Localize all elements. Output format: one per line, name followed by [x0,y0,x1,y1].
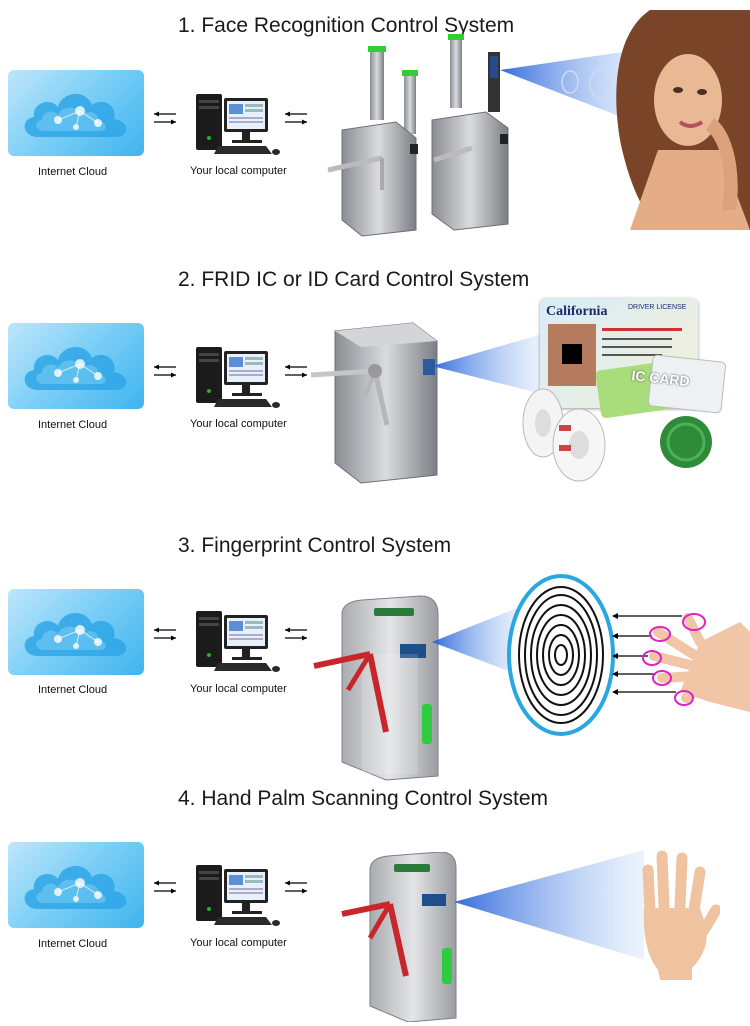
local-computer-label: Your local computer [190,418,287,430]
palm-scan-beam [454,850,644,960]
rfid-coin-tag [660,416,712,468]
section-face-recognition: 1. Face Recognition Control System Inter… [0,0,750,250]
local-computer-label: Your local computer [190,683,287,695]
local-computer-icon [196,865,280,926]
card-state: California [546,304,608,319]
internet-cloud-label: Internet Cloud [38,419,108,431]
local-computer-icon [196,611,280,672]
open-palm-hand [642,850,720,980]
local-computer-icon [196,94,280,155]
section-title: 3. Fingerprint Control System [178,534,452,557]
section-title: 4. Hand Palm Scanning Control System [178,787,549,810]
bidirectional-arrows-icon [284,110,308,126]
bidirectional-arrows-icon [153,363,177,379]
local-computer-icon [196,347,280,408]
bidirectional-arrows-icon [153,110,177,126]
bidirectional-arrows-icon [153,626,177,642]
face-recognition-turnstile [327,34,509,237]
section-rfid-card: 2. FRID IC or ID Card Control System Int… [0,250,750,500]
woman-face-photo [616,10,750,230]
bidirectional-arrows-icon [284,626,308,642]
internet-cloud-image [8,589,144,675]
section-fingerprint: 3. Fingerprint Control System Internet C… [0,520,750,790]
internet-cloud-label: Internet Cloud [38,684,108,696]
internet-cloud-label: Internet Cloud [38,938,108,950]
internet-cloud-image [8,70,144,156]
ic-card-white: IC CARD [631,354,727,414]
fingerprint-turnstile [313,595,439,781]
rfid-label-rolls [522,388,606,482]
local-computer-label: Your local computer [190,937,287,949]
card-reader-turnstile [310,322,438,484]
fingerprint-icon [507,574,615,736]
finger-arrows [612,613,682,695]
internet-cloud-image [8,323,144,409]
bidirectional-arrows-icon [153,879,177,895]
local-computer-label: Your local computer [190,165,287,177]
hand-with-fingertips [642,613,750,712]
card-scan-beam [432,334,542,394]
fingerprint-scan-beam [432,606,522,676]
card-photo [548,324,596,386]
section-title: 2. FRID IC or ID Card Control System [178,268,530,291]
internet-cloud-image [8,842,144,928]
palm-scanning-turnstile [341,852,457,1022]
section-title: 1. Face Recognition Control System [178,14,515,37]
card-header: DRIVER LICENSE [628,304,687,311]
bidirectional-arrows-icon [284,879,308,895]
face-scan-beam [500,48,650,128]
section-palm-scanning: 4. Hand Palm Scanning Control System Int… [0,780,750,1026]
internet-cloud-label: Internet Cloud [38,166,108,178]
